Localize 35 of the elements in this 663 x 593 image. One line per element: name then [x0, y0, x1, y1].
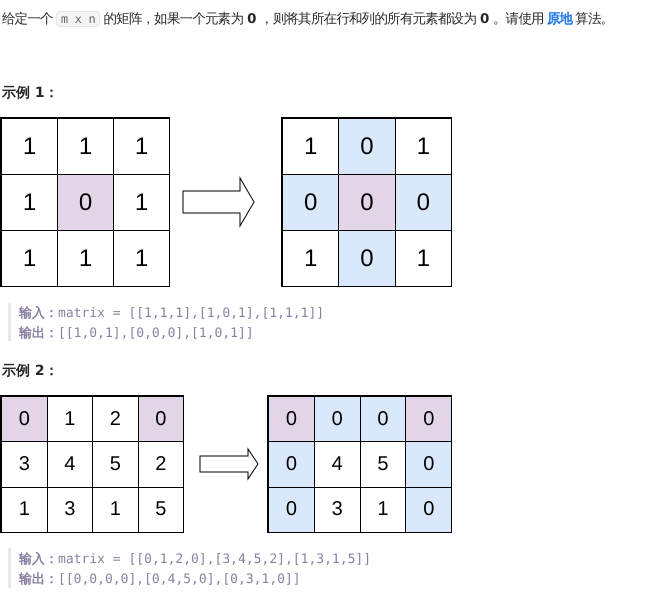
inline-code: m x n [56, 11, 100, 27]
code-line: 输出：[[0,0,0,0],[0,4,5,0],[0,3,1,0]] [19, 571, 301, 588]
matrix-grid [1, 118, 169, 286]
matrix-cell: 1 [282, 118, 340, 175]
matrix-cell: 0 [360, 396, 406, 442]
example-heading: 示例 1： [2, 84, 59, 102]
matrix-cell: 0 [338, 174, 396, 231]
matrix-cell: 0 [282, 174, 340, 231]
matrix-cell: 0 [268, 396, 315, 442]
matrix-cell: 0 [338, 230, 396, 287]
code-line: 输入：matrix = [[0,1,2,0],[3,4,5,2],[1,3,1,5]] [19, 550, 372, 568]
example-heading: 示例 2： [2, 362, 59, 380]
matrix-cell: 0 [405, 486, 452, 533]
sentence-text: 给定一个 [2, 12, 53, 27]
matrix-cell: 0 [394, 174, 452, 231]
code-line: 输入：matrix = [[1,1,1],[1,0,1],[1,1,1]] [19, 304, 324, 322]
sentence-text: 算法。 [575, 12, 614, 27]
matrix-cell: 0 [268, 441, 315, 488]
matrix-cell: 0 [57, 174, 114, 231]
matrix-cell: 0 [338, 118, 396, 175]
sentence-text: 的矩阵，如果一个元素为 0 ，则将其所在行和列的所有元素都设为 0 。请使用 [103, 12, 544, 27]
block-arrow [200, 447, 259, 481]
matrix-cell: 0 [405, 396, 452, 442]
matrix-cell: 1 [1, 118, 58, 175]
matrix-grid [268, 396, 452, 532]
matrix-grid [1, 396, 183, 532]
link: 原地 [546, 12, 572, 27]
block-arrow [182, 176, 255, 228]
matrix-cell: 0 [138, 396, 184, 442]
code-line: 输出：[[1,0,1],[0,0,0],[1,0,1]] [19, 325, 254, 342]
matrix-cell: 0 [314, 396, 361, 442]
matrix-cell: 0 [405, 441, 452, 488]
matrix-grid [282, 118, 451, 286]
matrix-cell: 0 [268, 486, 315, 533]
matrix-cell: 0 [1, 396, 48, 442]
